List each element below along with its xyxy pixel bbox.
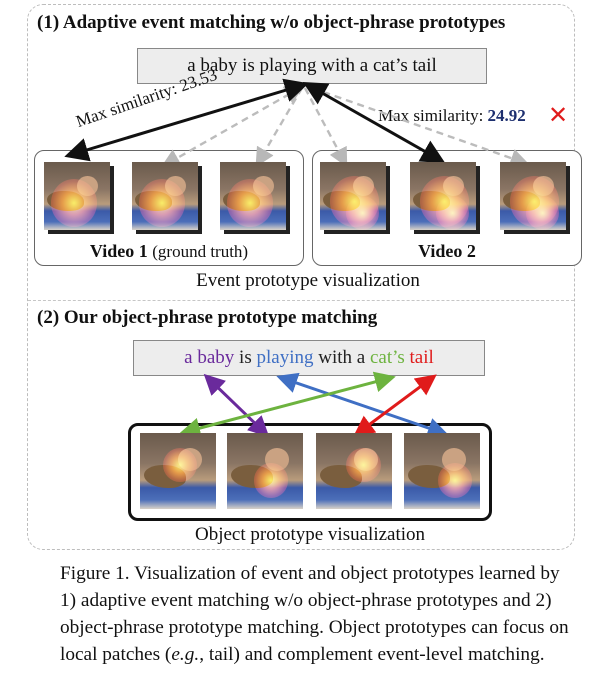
event-prototype-caption: Event prototype visualization <box>196 270 420 291</box>
phrase-6: tail <box>409 347 434 368</box>
caption-text-pre: local patches ( <box>60 644 172 665</box>
wrong-x-icon: ✕ <box>548 101 569 129</box>
phrase-textbox: a baby is playing with a cat’s tail <box>133 340 485 376</box>
dashed-arrow-v2f1 <box>303 87 348 168</box>
caption-text-em: e.g. <box>171 644 200 665</box>
arrows-layer <box>64 78 530 439</box>
phrase-3: with a <box>313 347 370 368</box>
right-similarity-value: 24.92 <box>487 106 526 125</box>
dashed-arrow-v1f2 <box>160 85 305 168</box>
video2-frame-1 <box>320 162 386 230</box>
figure-caption-line4: local patches (e.g., tail) and complemen… <box>60 641 590 668</box>
figure-caption-line2: 1) adaptive event matching w/o object-ph… <box>60 590 552 611</box>
phrase-4: cat’s <box>369 347 405 368</box>
video1-frame-2 <box>132 162 198 230</box>
dashed-arrow-v2f3 <box>311 86 530 168</box>
video1-frame-1 <box>44 162 110 230</box>
video1-frame-3 <box>220 162 286 230</box>
dashed-arrows <box>160 85 530 168</box>
video2-frame-2 <box>410 162 476 230</box>
object-frame-1 <box>140 433 216 509</box>
video1-label: Video 1 <box>89 241 148 261</box>
video2-label: Video 2 <box>418 241 476 261</box>
object-prototype-caption: Object prototype visualization <box>194 524 426 545</box>
object-frame-2 <box>227 433 303 509</box>
video1-note: (ground truth) <box>152 242 249 261</box>
dashed-arrow-v1f3 <box>255 87 304 168</box>
section-divider <box>28 300 574 301</box>
section1-title: (1) Adaptive event matching w/o object-p… <box>37 12 506 33</box>
figure-caption-line1: Figure 1. Visualization of event and obj… <box>60 563 560 584</box>
figure-panel <box>27 4 575 550</box>
figure-caption-line3: object-phrase prototype matching. Object… <box>60 617 569 638</box>
max-arrow-video2 <box>302 82 446 163</box>
max-arrow-video1 <box>64 78 309 162</box>
phrase-0: a baby <box>184 347 235 368</box>
phrase-2: playing <box>256 347 314 368</box>
video2-frame-3 <box>500 162 566 230</box>
section2-title: (2) Our object-phrase prototype matching <box>37 307 378 328</box>
figure-caption: Figure 1. Visualization of event and obj… <box>60 560 590 668</box>
query-textbox: a baby is playing with a cat’s tail <box>137 48 487 84</box>
object-frame-3 <box>316 433 392 509</box>
object-frame-4 <box>404 433 480 509</box>
phrase-1: is <box>234 347 257 368</box>
arrow-tail <box>353 374 437 437</box>
video1-caption: Video 1 (ground truth) <box>34 241 304 262</box>
caption-text-post: , tail) and complement event-level match… <box>199 644 545 665</box>
